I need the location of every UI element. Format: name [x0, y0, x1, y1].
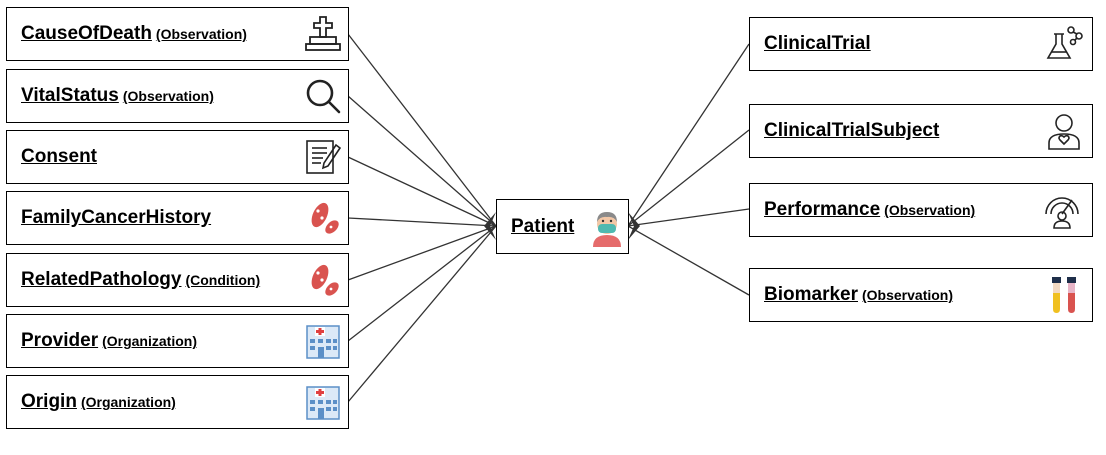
edge-familycancerhistory-patient	[347, 217, 497, 227]
entity-clinicaltrial: ClinicalTrial	[749, 17, 1093, 71]
person-heart-icon	[1044, 111, 1084, 151]
entity-name: CauseOfDeath	[21, 23, 152, 44]
entity-familycancerhistory: FamilyCancerHistory	[6, 191, 349, 245]
hospital-icon	[303, 382, 343, 422]
gauge-person-icon	[1042, 190, 1082, 230]
hospital-icon	[303, 321, 343, 361]
entity-name: Consent	[21, 146, 97, 167]
entity-relatedpathology: RelatedPathology(Condition)	[6, 253, 349, 307]
tombstone-icon	[303, 14, 343, 54]
entity-performance: Performance(Observation)	[749, 183, 1093, 237]
edge-consent-patient	[347, 156, 497, 227]
bacteria-icon	[303, 260, 343, 300]
edge-clinicaltrialsubject-patient	[627, 129, 750, 227]
entity-type: (Observation)	[122, 88, 214, 104]
edge-vitalstatus-patient	[347, 95, 497, 227]
edge-origin-patient	[347, 225, 497, 403]
edge-clinicaltrial-patient	[627, 43, 750, 227]
entity-patient: Patient	[496, 199, 629, 254]
entity-name: RelatedPathology	[21, 269, 182, 290]
entity-type: (Observation)	[884, 202, 976, 218]
bacteria-icon	[303, 198, 343, 238]
left-arrowhead	[484, 212, 496, 240]
entity-type: (Observation)	[862, 287, 954, 303]
entity-origin: Origin(Organization)	[6, 375, 349, 429]
entity-name: FamilyCancerHistory	[21, 207, 212, 228]
entity-name: Performance	[764, 199, 881, 220]
edge-provider-patient	[347, 225, 497, 342]
entity-type: (Condition)	[185, 272, 261, 288]
edge-biomarker-patient	[627, 225, 750, 296]
entity-causeofdeath: CauseOfDeath(Observation)	[6, 7, 349, 61]
entity-name: VitalStatus	[21, 85, 119, 106]
entity-consent: Consent	[6, 130, 349, 184]
edge-relatedpathology-patient	[347, 225, 497, 281]
edge-performance-patient	[627, 208, 750, 227]
entity-name: Origin	[21, 391, 77, 412]
entity-name: ClinicalTrialSubject	[764, 120, 940, 141]
entity-biomarker: Biomarker(Observation)	[749, 268, 1093, 322]
entity-clinicaltrialsubject: ClinicalTrialSubject	[749, 104, 1093, 158]
masked-patient-icon	[587, 207, 627, 247]
right-arrowhead	[628, 212, 640, 240]
test-tubes-icon	[1044, 275, 1084, 315]
entity-type: (Observation)	[155, 26, 247, 42]
edge-causeofdeath-patient	[347, 33, 497, 227]
entity-provider: Provider(Organization)	[6, 314, 349, 368]
entity-name: Patient	[511, 215, 575, 237]
entity-type: (Organization)	[80, 394, 176, 410]
magnifier-icon	[303, 76, 343, 116]
entity-type: (Organization)	[102, 333, 197, 349]
entity-name: ClinicalTrial	[764, 33, 871, 54]
entity-name: Biomarker	[764, 284, 858, 305]
flask-molecule-icon	[1044, 24, 1084, 64]
signed-document-icon	[303, 137, 343, 177]
entity-name: Provider	[21, 330, 99, 351]
entity-vitalstatus: VitalStatus(Observation)	[6, 69, 349, 123]
